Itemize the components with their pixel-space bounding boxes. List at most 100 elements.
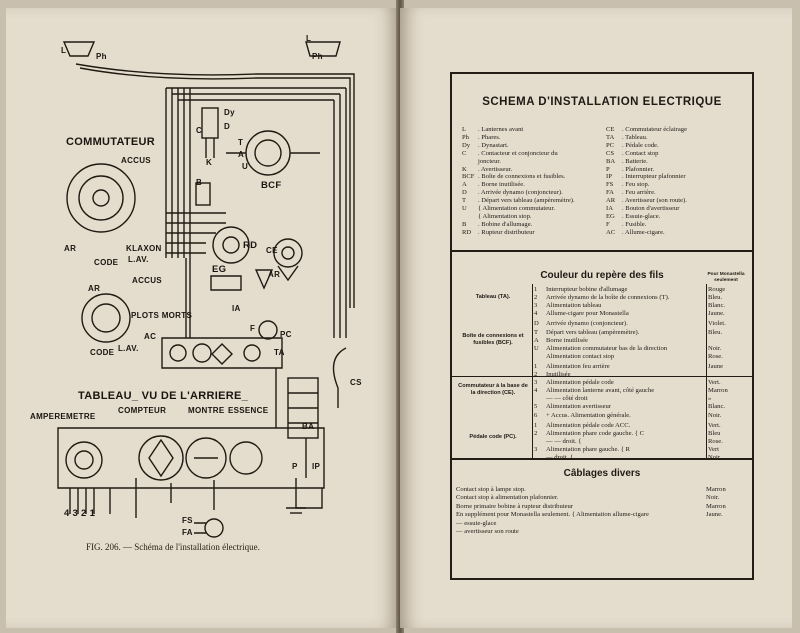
- legend-row: D. Arrivée dynamo (conjoncteur).: [462, 189, 604, 197]
- label-dy: Dy: [224, 108, 235, 117]
- label-code-top: CODE: [94, 258, 119, 267]
- legend-text: . Fusible.: [622, 220, 647, 228]
- legend-row: AR. Avertisseur (son route).: [606, 197, 716, 205]
- legend-code: IP: [606, 173, 612, 181]
- legend-row: Ph. Phares.: [462, 134, 604, 142]
- legend-row: PC. Pédale code.: [606, 142, 716, 150]
- wire-row: D Arrivée dynamo (conjoncteur).: [534, 320, 704, 327]
- left-page: L Ph L Ph Dy D C T A U K BCF B RD CE EG …: [6, 8, 398, 628]
- wire-row: — — droit. {: [534, 438, 704, 445]
- label-lav-bot: L.AV.: [118, 344, 139, 353]
- legend-text: { Alimentation commutateur.: [478, 205, 555, 213]
- legend-text: . Lanternes avant: [478, 126, 524, 133]
- wire-color: Noir: [708, 454, 721, 461]
- wire-text: Arrivée dynamo (conjoncteur).: [546, 320, 628, 328]
- legend-text: . Commutateur éclairage: [622, 126, 687, 133]
- legend-row: P. Plafonnier.: [606, 166, 716, 174]
- legend-row: TA. Tableau.: [606, 134, 716, 142]
- wire-text: Inutilisée: [546, 371, 571, 378]
- wire-text: Borne inutilisée: [546, 336, 588, 344]
- wire-text: Alimentation avertisseur: [546, 403, 612, 411]
- page-title: SCHEMA D'INSTALLATION ELECTRIQUE: [482, 96, 722, 108]
- label-f: F: [250, 324, 256, 333]
- legend-code: TA: [606, 133, 615, 141]
- wire-color: Marron: [708, 387, 728, 395]
- label-ta: TA: [274, 348, 285, 357]
- legend-row: L. Lanternes avant: [462, 126, 604, 134]
- legend-code: A: [462, 181, 467, 189]
- wire-color: Violet.: [708, 320, 726, 328]
- wire-row: U Alimentation commutateur bas de la dire…: [534, 345, 704, 352]
- label-tableau: TABLEAU_ VU DE L'ARRIERE_: [78, 390, 249, 402]
- divider: [452, 376, 752, 377]
- wire-color: Noir.: [708, 411, 722, 419]
- installation-table: SCHEMA D'INSTALLATION ELECTRIQUE L. Lant…: [450, 72, 754, 580]
- label-amperemetre: AMPEREMETRE: [30, 412, 96, 421]
- figure-caption: FIG. 206. — Schéma de l'installation éle…: [86, 542, 260, 552]
- wire-color: Jaune.: [708, 310, 725, 318]
- wire-color: Bleu: [708, 429, 721, 437]
- cablage-color: Marron: [706, 502, 726, 510]
- label-b: B: [196, 178, 203, 187]
- wire-text: Alimentation commutateur bas de la direc…: [546, 344, 668, 352]
- wire-num: 3: [534, 379, 538, 387]
- group-label: Commutateur à la base de la direction (C…: [458, 383, 528, 397]
- wire-color: Rose.: [708, 437, 723, 445]
- legend-text: . Essuie-glace.: [622, 212, 661, 220]
- legend-row: Dy. Dynastart.: [462, 142, 604, 150]
- divider: [452, 250, 752, 252]
- legend-row: T. Départ vers tableau (ampèremètre).: [462, 197, 604, 205]
- legend-text: . Départ vers tableau (ampèremètre).: [478, 197, 575, 205]
- label-t: T: [238, 138, 244, 147]
- label-ph-left: Ph: [96, 52, 107, 61]
- legend-code: BA: [606, 157, 616, 165]
- legend-code: K: [462, 165, 467, 173]
- label-d: D: [224, 122, 231, 131]
- wire-num: A: [534, 336, 539, 344]
- legend-text: . Plafonnier.: [622, 165, 655, 173]
- wire-color: Vert.: [708, 379, 721, 387]
- wire-color: Vert: [708, 445, 719, 453]
- label-montre: MONTRE: [188, 406, 225, 415]
- legend-row: U{ Alimentation commutateur.: [462, 205, 604, 213]
- wire-num: D: [534, 320, 539, 328]
- wire-num: U: [534, 344, 539, 352]
- label-ia: IA: [232, 304, 241, 313]
- wire-num: 3: [534, 302, 538, 310]
- label-ar: AR: [64, 244, 77, 253]
- wire-text: — droit. {: [546, 454, 574, 461]
- wire-num: 1: [534, 362, 538, 370]
- legend-text: . Feu arrière.: [622, 189, 656, 197]
- legend-text: . Arrivée dynamo (conjoncteur).: [478, 189, 563, 197]
- legend-code: F: [606, 220, 610, 228]
- wire-num: 4: [534, 387, 538, 395]
- label-accus-top: ACCUS: [121, 156, 151, 165]
- label-fs: FS: [182, 516, 193, 525]
- right-page: SCHEMA D'INSTALLATION ELECTRIQUE L. Lant…: [400, 8, 792, 628]
- legend-code: B: [462, 220, 467, 228]
- wiring-diagram: [57, 41, 355, 538]
- legend-code: [462, 158, 478, 166]
- legend-row: B. Bobine d'allumage.: [462, 221, 604, 229]
- wire-text: Alimentation phare code gauche. { C: [546, 429, 645, 437]
- legend-code: AC: [606, 228, 616, 236]
- legend-text: . Rupteur distributeur: [478, 228, 535, 236]
- wire-num: 6: [534, 411, 538, 419]
- legend-text: . Interrupteur plafonnier: [622, 173, 686, 181]
- label-code-bot: CODE: [90, 348, 115, 357]
- label-cs: CS: [350, 378, 362, 387]
- label-ip: IP: [312, 462, 321, 471]
- legend-row: K. Avertisseur.: [462, 166, 604, 174]
- legend-code: Dy: [462, 141, 471, 149]
- wire-color: Rose.: [708, 352, 723, 360]
- wire-text: Alimentation contact stop: [546, 352, 615, 360]
- legend-code: [462, 213, 478, 221]
- legend-code: C: [462, 149, 467, 157]
- legend-text: . Batterie.: [622, 157, 648, 165]
- legend-row: IP . Interrupteur plafonnier: [606, 173, 716, 181]
- wire-row: 6+ Accus. Alimentation générale.: [534, 412, 704, 419]
